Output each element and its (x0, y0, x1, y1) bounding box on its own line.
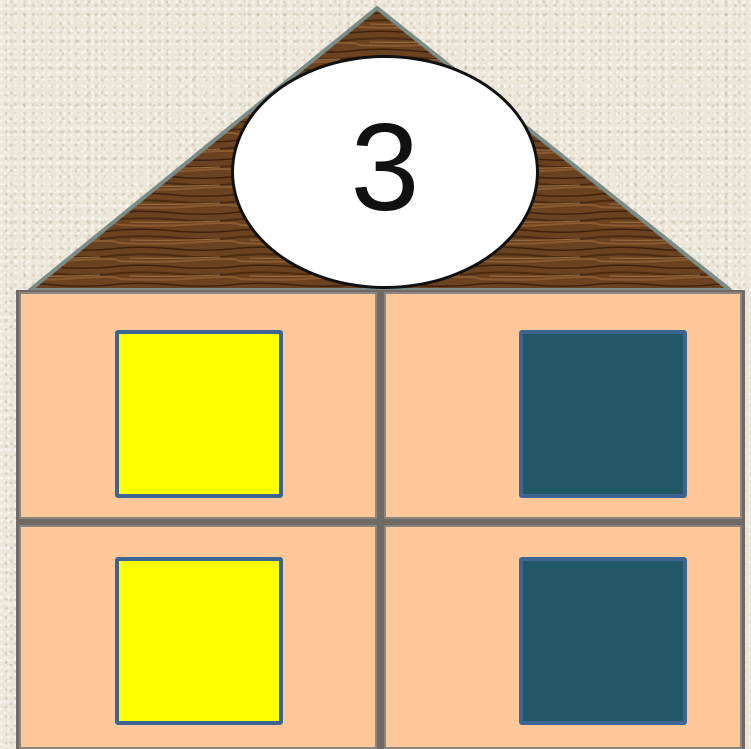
tile-top-left[interactable] (115, 330, 283, 498)
room-top-left (19, 292, 377, 519)
tile-top-right[interactable] (519, 330, 687, 498)
tile-bottom-left[interactable] (115, 557, 283, 725)
room-top-right (384, 292, 742, 519)
tile-bottom-right[interactable] (519, 557, 687, 725)
house-number: 3 (351, 106, 420, 230)
house-number-badge: 3 (231, 55, 539, 289)
room-bottom-left (19, 525, 377, 749)
house-body (16, 290, 745, 749)
room-bottom-right (384, 525, 742, 749)
